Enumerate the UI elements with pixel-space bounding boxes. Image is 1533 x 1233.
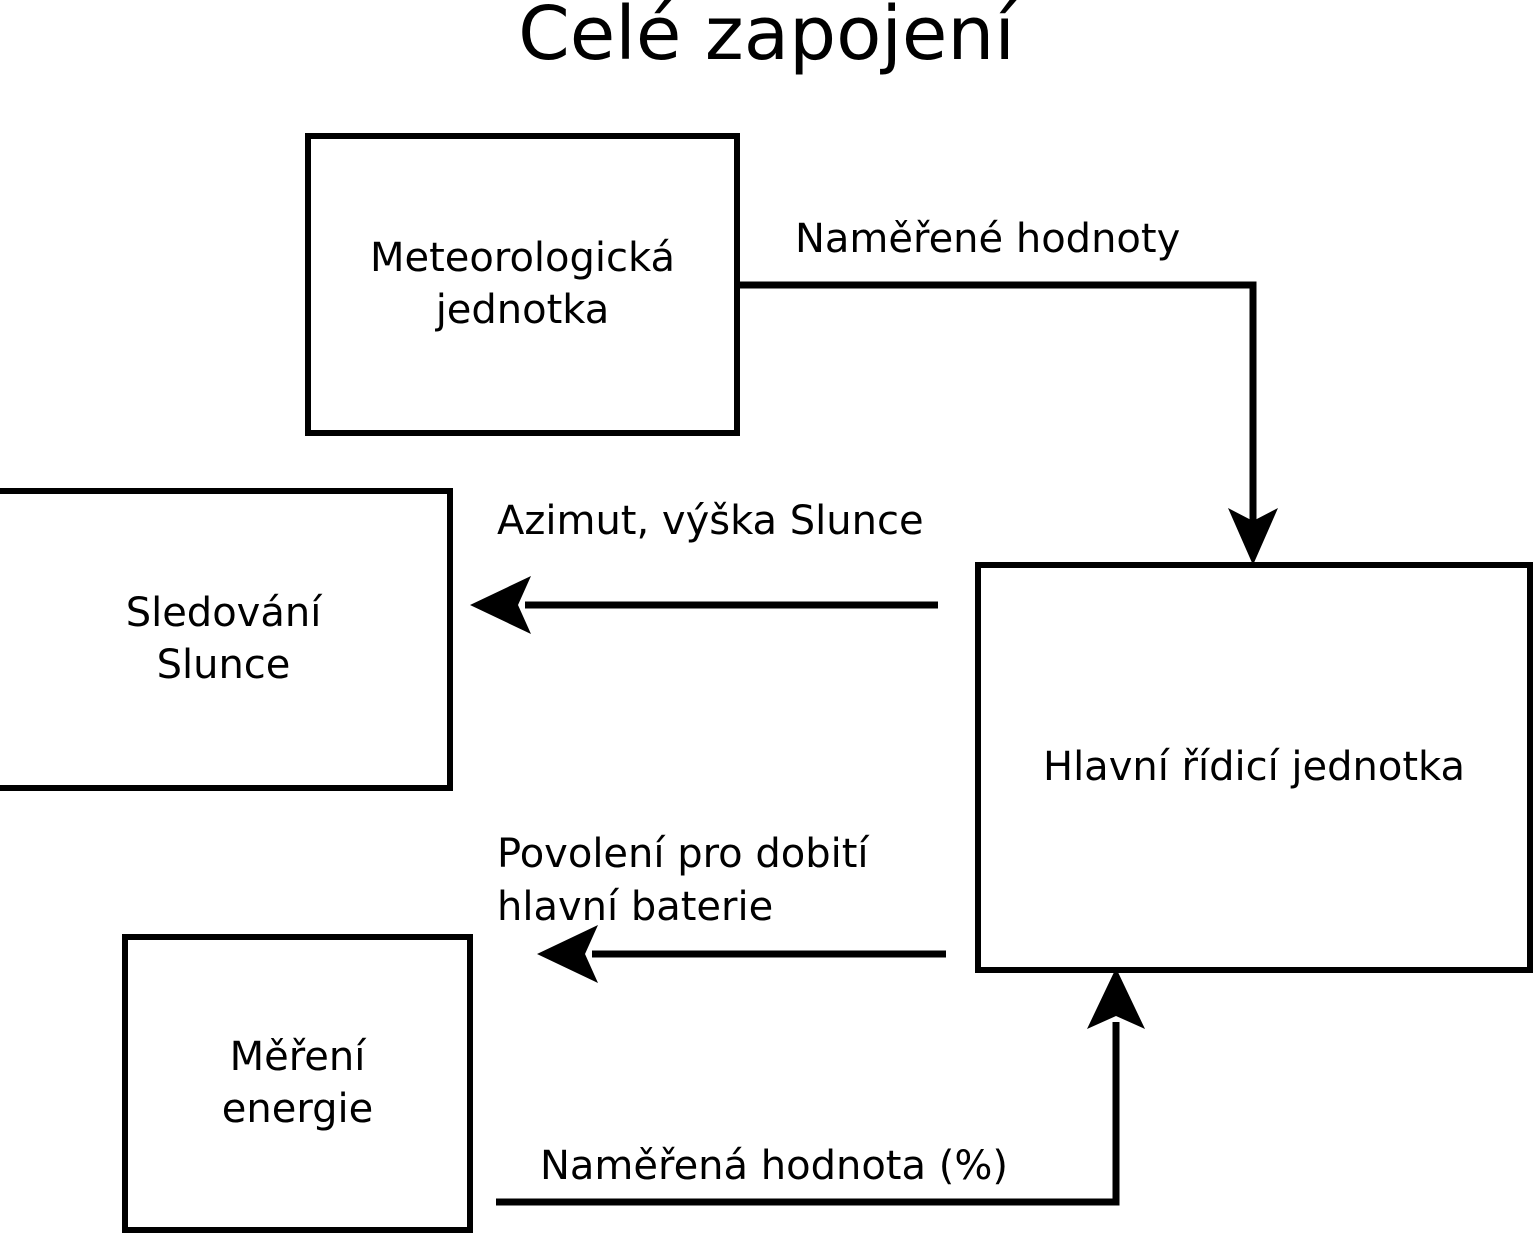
node-energy-measurement-label: Měření energie: [221, 1034, 374, 1132]
connector-sun-azimuth: [470, 576, 938, 634]
page-title: Celé zapojení: [518, 0, 1015, 77]
node-main-control-unit-label: Hlavní řídicí jednotka: [1042, 743, 1466, 790]
node-meteorological-unit[interactable]: Meteorologická jednotka: [305, 133, 740, 436]
edge-label-sun-azimuth: Azimut, výška Slunce: [497, 498, 924, 544]
node-meteorological-unit-label: Meteorologická jednotka: [370, 235, 675, 333]
connector-charge-permission: [537, 925, 946, 983]
edge-label-measured-percentage: Naměřená hodnota (%): [540, 1143, 1008, 1189]
node-energy-measurement[interactable]: Měření energie: [122, 934, 473, 1233]
node-sun-tracking[interactable]: Sledování Slunce: [0, 488, 453, 791]
edge-label-charge-permission: Povolení pro dobití hlavní baterie: [497, 831, 869, 930]
node-sun-tracking-label: Sledování Slunce: [125, 590, 322, 688]
node-main-control-unit[interactable]: Hlavní řídicí jednotka: [975, 562, 1533, 973]
edge-label-measured-values: Naměřené hodnoty: [795, 216, 1181, 262]
